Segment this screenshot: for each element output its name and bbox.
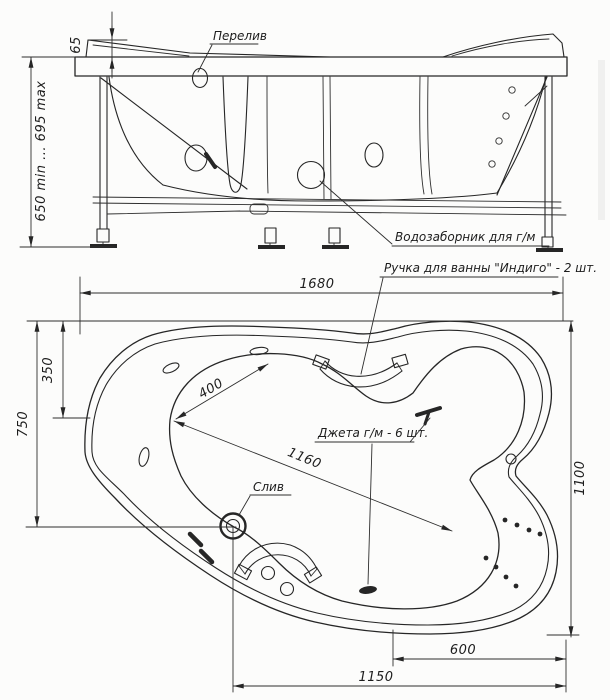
dim-750-text: 750: [16, 411, 31, 437]
right-brace: [496, 76, 548, 196]
adjustable-feet: [90, 227, 563, 252]
dimension-diag-400: 400: [175, 363, 269, 420]
air-jet-dots: [483, 517, 543, 589]
overflow-hole: [191, 67, 209, 89]
seat-divider: [222, 76, 249, 193]
dim-1100-text: 1100: [573, 460, 588, 495]
handles-label: Ручка для ванны "Индиго" - 2 шт.: [360, 261, 597, 375]
water-intake-label-text: Водозаборник для г/м: [395, 230, 535, 244]
dim-1150-text: 1150: [358, 670, 393, 685]
dimension-left-total: 750: [16, 320, 40, 528]
dimension-width: 1100: [568, 320, 588, 638]
dim-1680-text: 1680: [299, 277, 334, 292]
rim-fittings: [138, 346, 517, 597]
dim-1160-text: 1160: [285, 445, 323, 472]
rail-support: [249, 203, 269, 215]
water-intake-hole: [296, 160, 326, 190]
dim-65-text: 65: [69, 36, 84, 54]
support-frame: [90, 76, 567, 252]
fitting-hole-left: [184, 144, 208, 172]
jets-label-text: Джета г/м - 6 шт.: [317, 426, 428, 440]
dimension-install-height: 650 min ... 695 max: [19, 56, 115, 248]
left-leg: [99, 76, 108, 230]
dim-600-text: 600: [450, 643, 476, 658]
extension-lines: [25, 276, 580, 693]
handle-bottom: [233, 542, 323, 584]
side-jet-holes: [488, 86, 516, 168]
plan-view: 1680 750 350 1100 400 1160 600: [16, 261, 597, 693]
drain-label: Слив: [238, 480, 292, 516]
rim-bar: [74, 56, 568, 77]
dim-350-text: 350: [41, 357, 56, 383]
handles-label-text: Ручка для ванны "Индиго" - 2 шт.: [384, 261, 597, 275]
hydro-jet-markers: [187, 406, 442, 594]
jets-label: Джета г/м - 6 шт.: [314, 417, 431, 585]
handle-top: [312, 353, 409, 388]
right-leg: [544, 76, 553, 238]
tub-rim-lip: [91, 329, 550, 626]
dimension-left-upper: 350: [41, 320, 66, 419]
bathtub-side-body: [74, 33, 568, 202]
fitting-hole-right: [364, 142, 384, 168]
basin-contour: [168, 346, 526, 610]
drain-label-text: Слив: [253, 480, 284, 494]
water-intake-label: Водозаборник для г/м: [319, 180, 550, 247]
side-view: 65 650 min ... 695 max Перелив Водозабор…: [19, 11, 568, 252]
dimension-bottom-1150: 1150: [232, 670, 567, 689]
dimension-length: 1680: [79, 277, 564, 296]
overflow-label: Перелив: [197, 29, 267, 73]
tub-outer-contour: [84, 320, 559, 635]
dimension-rim-height: 65: [69, 11, 128, 79]
overflow-label-text: Перелив: [213, 29, 267, 43]
dimension-bottom-600: 600: [392, 643, 567, 662]
dim-650-695-text: 650 min ... 695 max: [34, 81, 49, 222]
bathtub-plan-body: [84, 320, 559, 635]
left-brace: [100, 77, 248, 190]
scan-artifact: [598, 60, 605, 220]
